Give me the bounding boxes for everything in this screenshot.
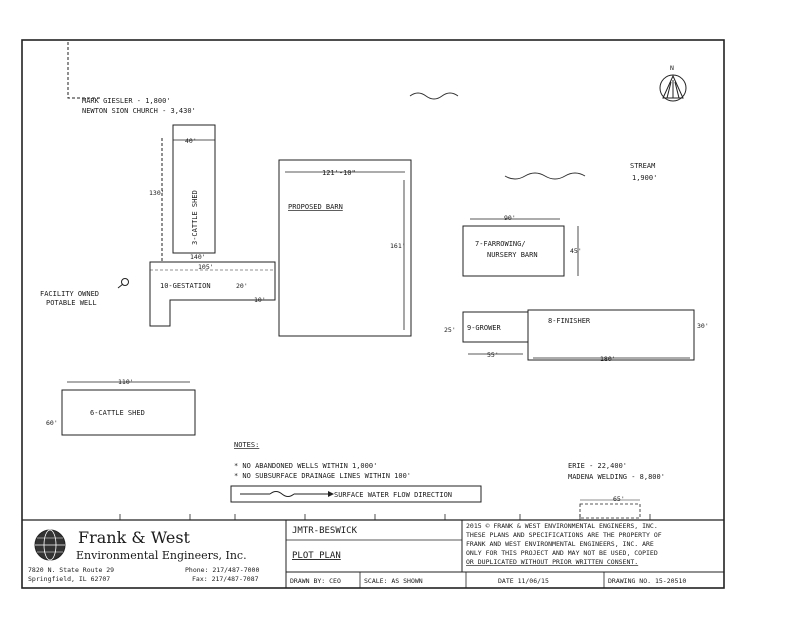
grower-barn: 9-GROWER 25' 55' bbox=[444, 311, 529, 359]
proposed-barn: 121'-10" 161' PROPOSED BARN bbox=[278, 159, 412, 337]
sheet-border bbox=[21, 39, 725, 589]
company-name: Frank & West bbox=[78, 528, 191, 547]
farrowing-nursery-barn: 90' 45' 7-FARROWING/ NURSERY BARN bbox=[462, 214, 582, 277]
finisher-label: 8-FINISHER bbox=[548, 317, 591, 325]
gestation-length-105: 105' bbox=[198, 263, 214, 271]
barn-width: 121'-10" bbox=[322, 169, 356, 177]
grower-label: 9-GROWER bbox=[467, 324, 502, 332]
mark-giesler-distance: MARK GIESLER - 1,800' bbox=[82, 97, 171, 105]
sheet-title: PLOT PLAN bbox=[292, 551, 341, 561]
farrowing-label-line2: NURSERY BARN bbox=[487, 251, 538, 259]
grid-ticks bbox=[119, 514, 651, 520]
finisher-barn: 8-FINISHER 30' 180' bbox=[527, 309, 709, 363]
fax: Fax: 217/487-7087 bbox=[192, 575, 259, 583]
grower-height: 25' bbox=[444, 326, 456, 334]
gestation-gap: 10' bbox=[254, 296, 266, 304]
title-block: Frank & West Environmental Engineers, In… bbox=[22, 519, 724, 588]
scale: SCALE: AS SHOWN bbox=[364, 577, 423, 585]
cattle-shed-3: 40' 130' 3-CATTLE SHED bbox=[149, 124, 216, 262]
note-2: * NO SUBSURFACE DRAINAGE LINES WITHIN 10… bbox=[234, 472, 411, 480]
potable-well: FACILITY OWNED POTABLE WELL bbox=[40, 278, 129, 307]
cattle6-height: 60' bbox=[46, 419, 58, 427]
drawing-number: DRAWING NO. 15-20510 bbox=[608, 577, 686, 585]
misc-structure: 65' bbox=[579, 495, 641, 519]
misc-width: 65' bbox=[613, 495, 625, 503]
gestation-width: 20' bbox=[236, 282, 248, 290]
copyright-line3: FRANK AND WEST ENVIRONMENTAL ENGINEERS, … bbox=[466, 540, 654, 548]
north-arrow-icon: N bbox=[659, 64, 687, 102]
company-subtitle: Environmental Engineers, Inc. bbox=[76, 549, 247, 562]
stream-wave-1 bbox=[409, 92, 459, 100]
stream-distance: 1,900' bbox=[632, 174, 657, 182]
drawn-by: DRAWN BY: CEO bbox=[290, 577, 341, 585]
project-name: JMTR-BESWICK bbox=[292, 526, 358, 536]
madena-distance: MADENA WELDING - 8,800' bbox=[568, 473, 665, 481]
property-leader bbox=[67, 42, 100, 99]
barn-label: PROPOSED BARN bbox=[288, 203, 343, 211]
flow-direction-label: SURFACE WATER FLOW DIRECTION bbox=[334, 491, 452, 499]
stream-label: STREAM bbox=[630, 162, 655, 170]
farrowing-width: 90' bbox=[504, 214, 516, 222]
notes-block: NOTES: * NO ABANDONED WELLS WITHIN 1,000… bbox=[230, 441, 482, 503]
finisher-width: 180' bbox=[600, 355, 616, 363]
copyright-line4: ONLY FOR THIS PROJECT AND MAY NOT BE USE… bbox=[466, 549, 658, 557]
phone: Phone: 217/487-7000 bbox=[185, 566, 259, 574]
address-line2: Springfield, IL 62707 bbox=[28, 575, 110, 583]
cattle6-width: 110' bbox=[118, 378, 134, 386]
svg-text:N: N bbox=[670, 64, 674, 72]
address-line1: 7820 N. State Route 29 bbox=[28, 566, 114, 574]
flow-legend-box bbox=[230, 485, 482, 503]
grower-width: 55' bbox=[487, 351, 499, 359]
well-label-line1: FACILITY OWNED bbox=[40, 290, 99, 298]
copyright-line1: 2015 © FRANK & WEST ENVIRONMENTAL ENGINE… bbox=[466, 522, 658, 530]
notes-title: NOTES: bbox=[234, 441, 259, 449]
cattle6-label: 6-CATTLE SHED bbox=[90, 409, 145, 417]
well-label-line2: POTABLE WELL bbox=[46, 299, 97, 307]
gestation-label: 10-GESTATION bbox=[160, 282, 211, 290]
cattle3-height: 130' bbox=[149, 189, 165, 197]
stream-wave-2 bbox=[504, 172, 586, 180]
copyright-line2: THESE PLANS AND SPECIFICATIONS ARE THE P… bbox=[466, 531, 662, 539]
note-1: * NO ABANDONED WELLS WITHIN 1,000' bbox=[234, 462, 377, 470]
cattle3-label: 3-CATTLE SHED bbox=[191, 190, 199, 245]
copyright-line5: OR DUPLICATED WITHOUT PRIOR WRITTEN CONS… bbox=[466, 558, 638, 566]
farrowing-height: 45' bbox=[570, 247, 582, 255]
erie-distance: ERIE - 22,400' bbox=[568, 462, 627, 470]
farrowing-label-line1: 7-FARROWING/ bbox=[475, 240, 526, 248]
company-logo-icon bbox=[34, 529, 66, 561]
gestation-length-140: 140' bbox=[190, 253, 206, 261]
church-distance: NEWTON SION CHURCH - 3,430' bbox=[82, 107, 196, 115]
finisher-height: 30' bbox=[697, 322, 709, 330]
date: DATE 11/06/15 bbox=[498, 577, 549, 585]
barn-height: 161' bbox=[390, 242, 406, 250]
gestation-barn: 140' 105' 10-GESTATION 20' 10' bbox=[149, 253, 276, 327]
cattle-shed-6: 110' 60' 6-CATTLE SHED bbox=[46, 378, 196, 436]
cattle3-width: 40' bbox=[185, 137, 197, 145]
